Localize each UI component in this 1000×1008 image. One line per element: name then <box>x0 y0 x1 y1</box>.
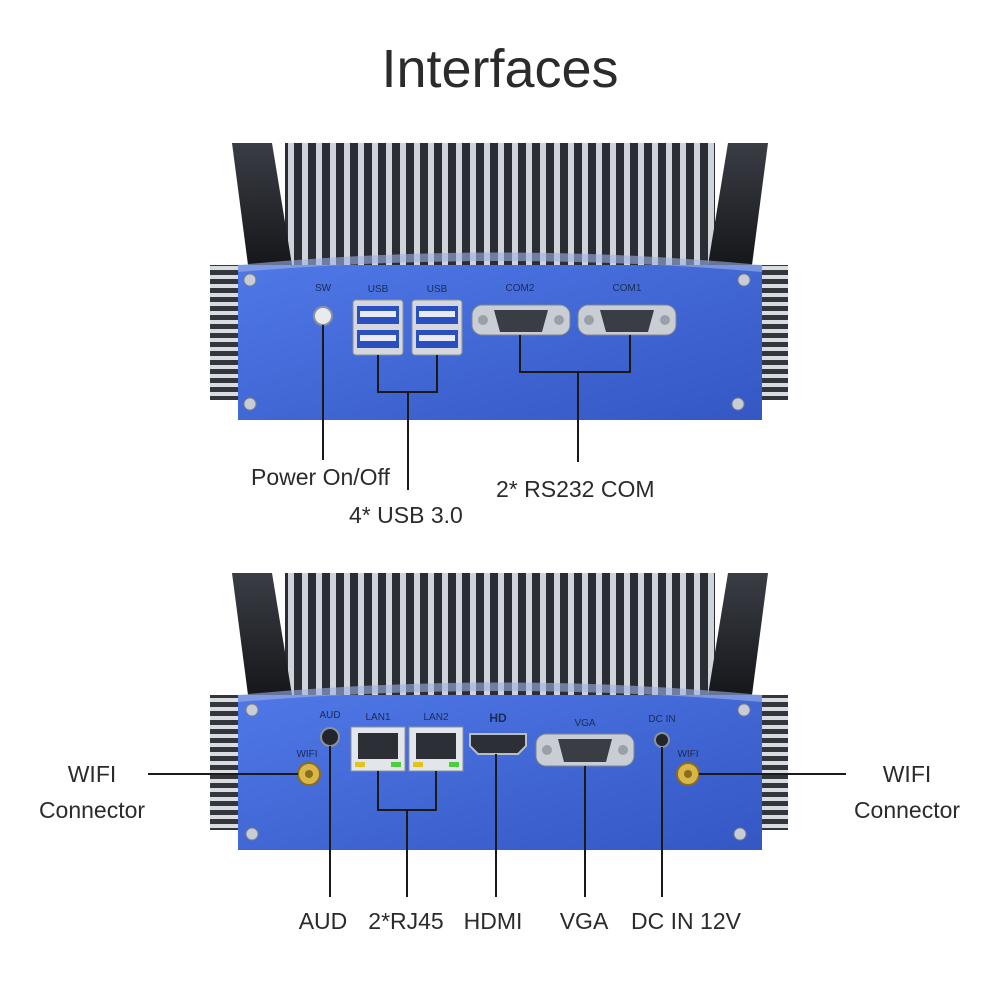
wifi-antenna-connector-icon <box>297 762 321 786</box>
com1-port-label: COM1 <box>613 283 642 294</box>
bottom-heatsink-left-block <box>232 573 292 695</box>
power-callout: Power On/Off <box>251 464 390 490</box>
bottom-device: AUD WIFI LAN1 LAN2 HD <box>148 573 846 897</box>
dc-power-jack-icon <box>654 732 670 748</box>
diagram-title: Interfaces <box>381 39 619 99</box>
hdmi-callout: HDMI <box>463 908 523 934</box>
vga-callout: VGA <box>559 908 609 934</box>
top-side-fins-left <box>210 265 242 400</box>
bottom-side-fins-left <box>210 695 242 830</box>
screw-icon <box>243 397 257 411</box>
wifi-left-callout-line1: WIFI <box>67 761 117 787</box>
wifi-left-port-label: WIFI <box>296 749 317 760</box>
screw-icon <box>731 397 745 411</box>
wifi-left-callout-line2: Connector <box>38 797 146 823</box>
vga-port-label: VGA <box>574 718 595 729</box>
bottom-heatsink-right-block <box>708 573 768 695</box>
bottom-leader-lines <box>148 746 846 897</box>
rj45-callout: 2*RJ45 <box>368 908 444 934</box>
lan1-port-label: LAN1 <box>365 712 390 723</box>
screw-icon <box>245 703 259 717</box>
com2-serial-port-icon <box>471 304 571 336</box>
usb-port-stack-icon <box>352 299 404 356</box>
top-heatsink-right-block <box>708 143 768 265</box>
screw-icon <box>737 703 751 717</box>
usb-port-stack-icon <box>411 299 463 356</box>
top-heatsink-left-block <box>232 143 292 265</box>
screw-icon <box>733 827 747 841</box>
dc-callout: DC IN 12V <box>631 908 741 934</box>
usb-port-label-b: USB <box>427 284 448 295</box>
audio-jack-icon <box>320 727 340 747</box>
com2-port-label: COM2 <box>506 283 535 294</box>
hd-port-label: HD <box>489 711 507 725</box>
screw-icon <box>245 827 259 841</box>
com1-serial-port-icon <box>577 304 677 336</box>
aud-port-label: AUD <box>319 710 340 721</box>
com-callout: 2* RS232 COM <box>496 476 655 502</box>
power-button-icon <box>313 306 333 326</box>
lan2-rj45-port-icon <box>408 726 464 772</box>
wifi-right-port-label: WIFI <box>677 749 698 760</box>
lan1-rj45-port-icon <box>350 726 406 772</box>
wifi-right-callout-line2: Connector <box>853 797 961 823</box>
vga-port-icon <box>535 733 635 767</box>
hdmi-port-icon <box>469 733 527 755</box>
wifi-right-callout-line1: WIFI <box>882 761 932 787</box>
dcin-port-label: DC IN <box>648 714 675 725</box>
sw-port-label: SW <box>315 283 332 294</box>
screw-icon <box>243 273 257 287</box>
wifi-left-callout: WIFI Connector <box>30 756 154 828</box>
usb-callout: 4* USB 3.0 <box>349 502 463 528</box>
wifi-right-callout: WIFI Connector <box>845 756 969 828</box>
usb-port-label-a: USB <box>368 284 389 295</box>
bottom-heatsink-fins <box>285 573 715 695</box>
lan2-port-label: LAN2 <box>423 712 448 723</box>
top-leader-lines <box>322 325 631 490</box>
top-device: SW USB USB COM2 COM1 <box>210 143 788 490</box>
aud-callout: AUD <box>298 908 348 934</box>
top-heatsink-fins <box>285 143 715 265</box>
wifi-antenna-connector-icon <box>676 762 700 786</box>
screw-icon <box>737 273 751 287</box>
